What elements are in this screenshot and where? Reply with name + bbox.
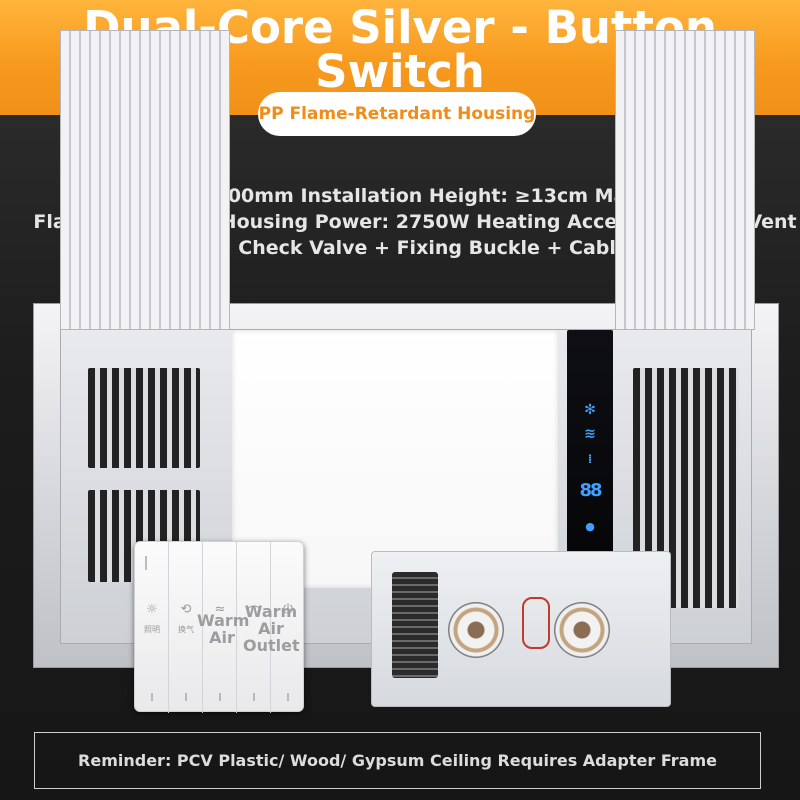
switch-indicator bbox=[145, 556, 147, 570]
wall-switch: ☼ 照明 ⟲ 换气 ≈ ⌒ ⏻ bbox=[134, 541, 305, 713]
fan-right bbox=[554, 602, 610, 658]
control-display: ✻ ≋ ⁞ 88 ● bbox=[567, 330, 613, 590]
display-bar-icon: ⁞ bbox=[587, 452, 593, 466]
key-led bbox=[151, 693, 153, 701]
wind-icon: ≋ bbox=[584, 426, 596, 442]
switch-key-power: ⏻ bbox=[271, 542, 305, 713]
key-led bbox=[219, 693, 221, 701]
key-label-ventilation: 换气 bbox=[178, 625, 194, 634]
switch-key-warm-air-outlet: ⌒ bbox=[237, 542, 271, 713]
key-label-light: 照明 bbox=[144, 625, 160, 634]
temperature-icon: ● bbox=[585, 520, 595, 533]
reminder-notice: Reminder: PCV Plastic/ Wood/ Gypsum Ceil… bbox=[34, 732, 761, 789]
left-vent-top bbox=[88, 368, 200, 468]
spec-line-3: Pipe + Check Valve + Fixing Buckle + Cab… bbox=[162, 237, 668, 259]
fan-icon: ✻ bbox=[584, 402, 596, 418]
key-led bbox=[253, 693, 255, 701]
light-icon: ☼ bbox=[146, 602, 158, 617]
right-grille bbox=[615, 30, 755, 330]
key-led bbox=[185, 693, 187, 701]
fan-left bbox=[448, 602, 504, 658]
heating-element bbox=[392, 572, 438, 678]
display-digits: 88 bbox=[579, 480, 602, 501]
switch-key-ventilation: ⟲ 换气 bbox=[169, 542, 203, 713]
left-grille bbox=[60, 30, 230, 330]
warm-air-outlet-icon: ⌒ bbox=[247, 606, 261, 621]
key-led bbox=[287, 693, 289, 701]
switch-key-light: ☼ 照明 bbox=[135, 542, 169, 713]
title-line-2: Switch bbox=[315, 45, 485, 98]
power-icon: ⏻ bbox=[282, 602, 294, 617]
warm-air-outlet-label: Warm Air Outlet bbox=[243, 602, 300, 655]
switch-key-warm-air: ≈ bbox=[203, 542, 237, 713]
warm-air-icon: ≈ bbox=[214, 602, 226, 617]
warm-air-label: Warm Air bbox=[197, 611, 250, 647]
wiring bbox=[522, 597, 550, 649]
spec-line-1: Size: 300x600mm Installation Height: ≥13… bbox=[104, 185, 726, 207]
ventilation-icon: ⟲ bbox=[180, 602, 192, 617]
housing-badge: PP Flame-Retardant Housing bbox=[258, 92, 536, 136]
heater-back-plate bbox=[371, 551, 671, 707]
